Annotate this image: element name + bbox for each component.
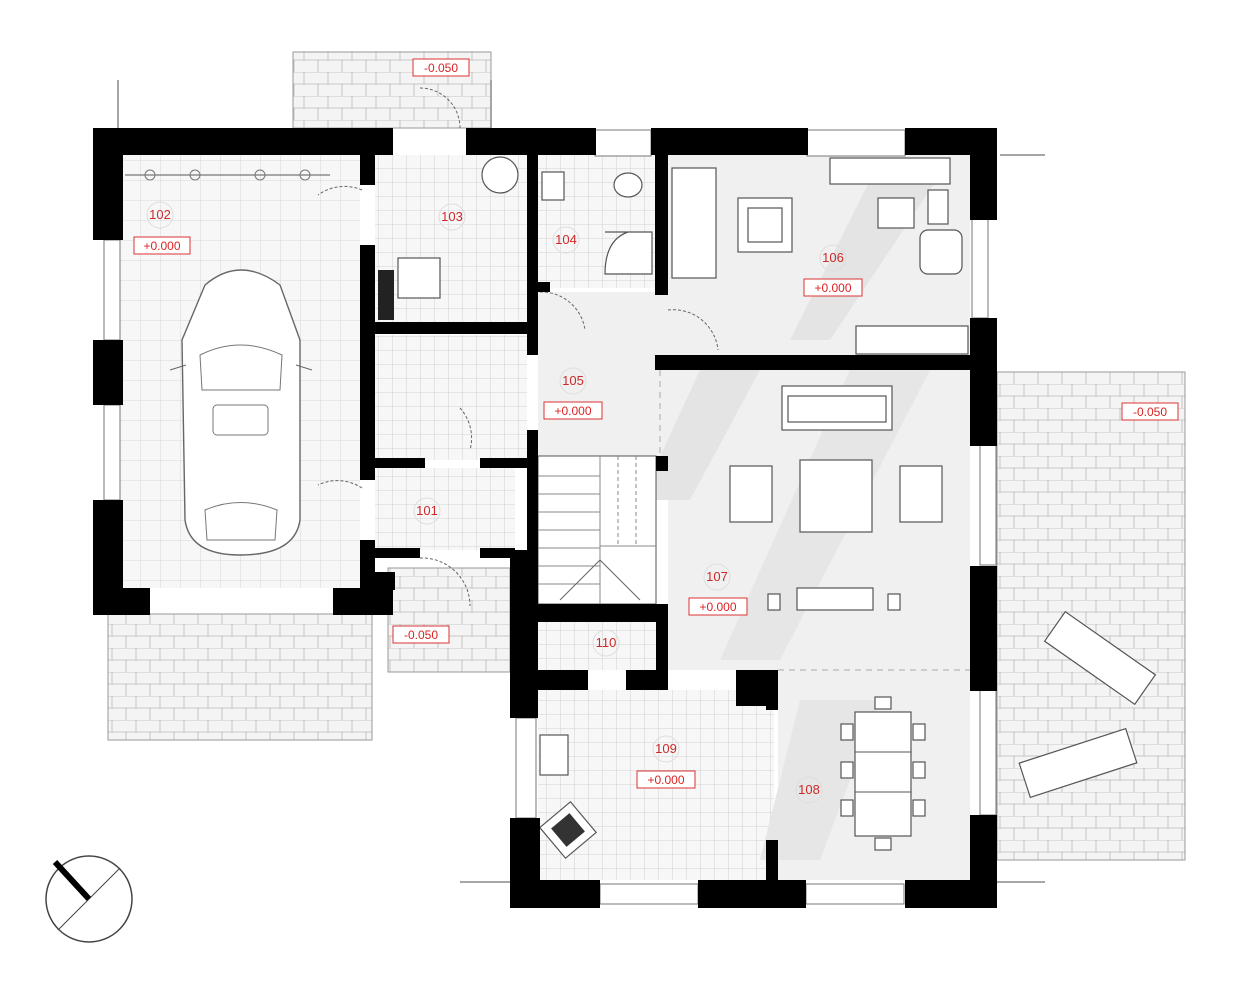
room-105: 105 +0.000 bbox=[543, 367, 603, 420]
sun-loungers bbox=[1018, 610, 1157, 799]
room-109: 109 +0.000 bbox=[636, 735, 696, 789]
bike-rack bbox=[125, 169, 330, 181]
car-icon bbox=[169, 269, 313, 556]
room-102-number: 102 bbox=[149, 207, 171, 222]
walls bbox=[93, 128, 997, 908]
room-102: 102 +0.000 bbox=[133, 201, 191, 255]
room-102-level: +0.000 bbox=[143, 239, 180, 253]
office-furniture bbox=[671, 157, 969, 355]
bathroom-fixtures bbox=[541, 171, 653, 275]
north-compass-icon bbox=[45, 855, 133, 943]
room-108-number: 108 bbox=[798, 782, 820, 797]
ext-guide-lines bbox=[117, 80, 1045, 883]
room-106: 106 +0.000 bbox=[803, 244, 863, 297]
room-labels: 102 +0.000 103 104 106 +0.000 105 +0.000… bbox=[133, 201, 863, 804]
room-110: 110 bbox=[592, 629, 620, 657]
room-101: 101 bbox=[413, 497, 441, 525]
terrace-level: -0.050 bbox=[1133, 405, 1167, 419]
stair-icon bbox=[537, 455, 657, 605]
kitchen-fixtures bbox=[538, 734, 598, 860]
room-107-number: 107 bbox=[706, 569, 728, 584]
room-109-number: 109 bbox=[655, 741, 677, 756]
terrace-paving bbox=[996, 371, 1186, 861]
room-106-number: 106 bbox=[822, 250, 844, 265]
room-107-level: +0.000 bbox=[699, 600, 736, 614]
room-104: 104 bbox=[552, 226, 580, 254]
room-105-number: 105 bbox=[562, 373, 584, 388]
room-103: 103 bbox=[438, 203, 466, 231]
driveway-paving bbox=[107, 613, 373, 741]
entry-paving bbox=[387, 567, 511, 673]
dashed-guides bbox=[659, 370, 970, 671]
doors bbox=[317, 87, 719, 607]
room-109-level: +0.000 bbox=[647, 773, 684, 787]
dining-furniture bbox=[840, 696, 926, 851]
room-110-number: 110 bbox=[596, 635, 617, 650]
room-106-level: +0.000 bbox=[814, 281, 851, 295]
room-104-number: 104 bbox=[555, 232, 577, 247]
room-108: 108 bbox=[795, 776, 823, 804]
porch-level: -0.050 bbox=[424, 61, 458, 75]
living-furniture bbox=[729, 385, 943, 611]
laundry-fixtures bbox=[378, 156, 519, 320]
entry-level: -0.050 bbox=[404, 628, 438, 642]
room-103-number: 103 bbox=[441, 209, 463, 224]
room-107: 107 +0.000 bbox=[688, 563, 748, 616]
room-105-level: +0.000 bbox=[554, 404, 591, 418]
room-101-number: 101 bbox=[416, 503, 438, 518]
outdoor-levels: -0.050 -0.050 -0.050 bbox=[392, 58, 1179, 644]
